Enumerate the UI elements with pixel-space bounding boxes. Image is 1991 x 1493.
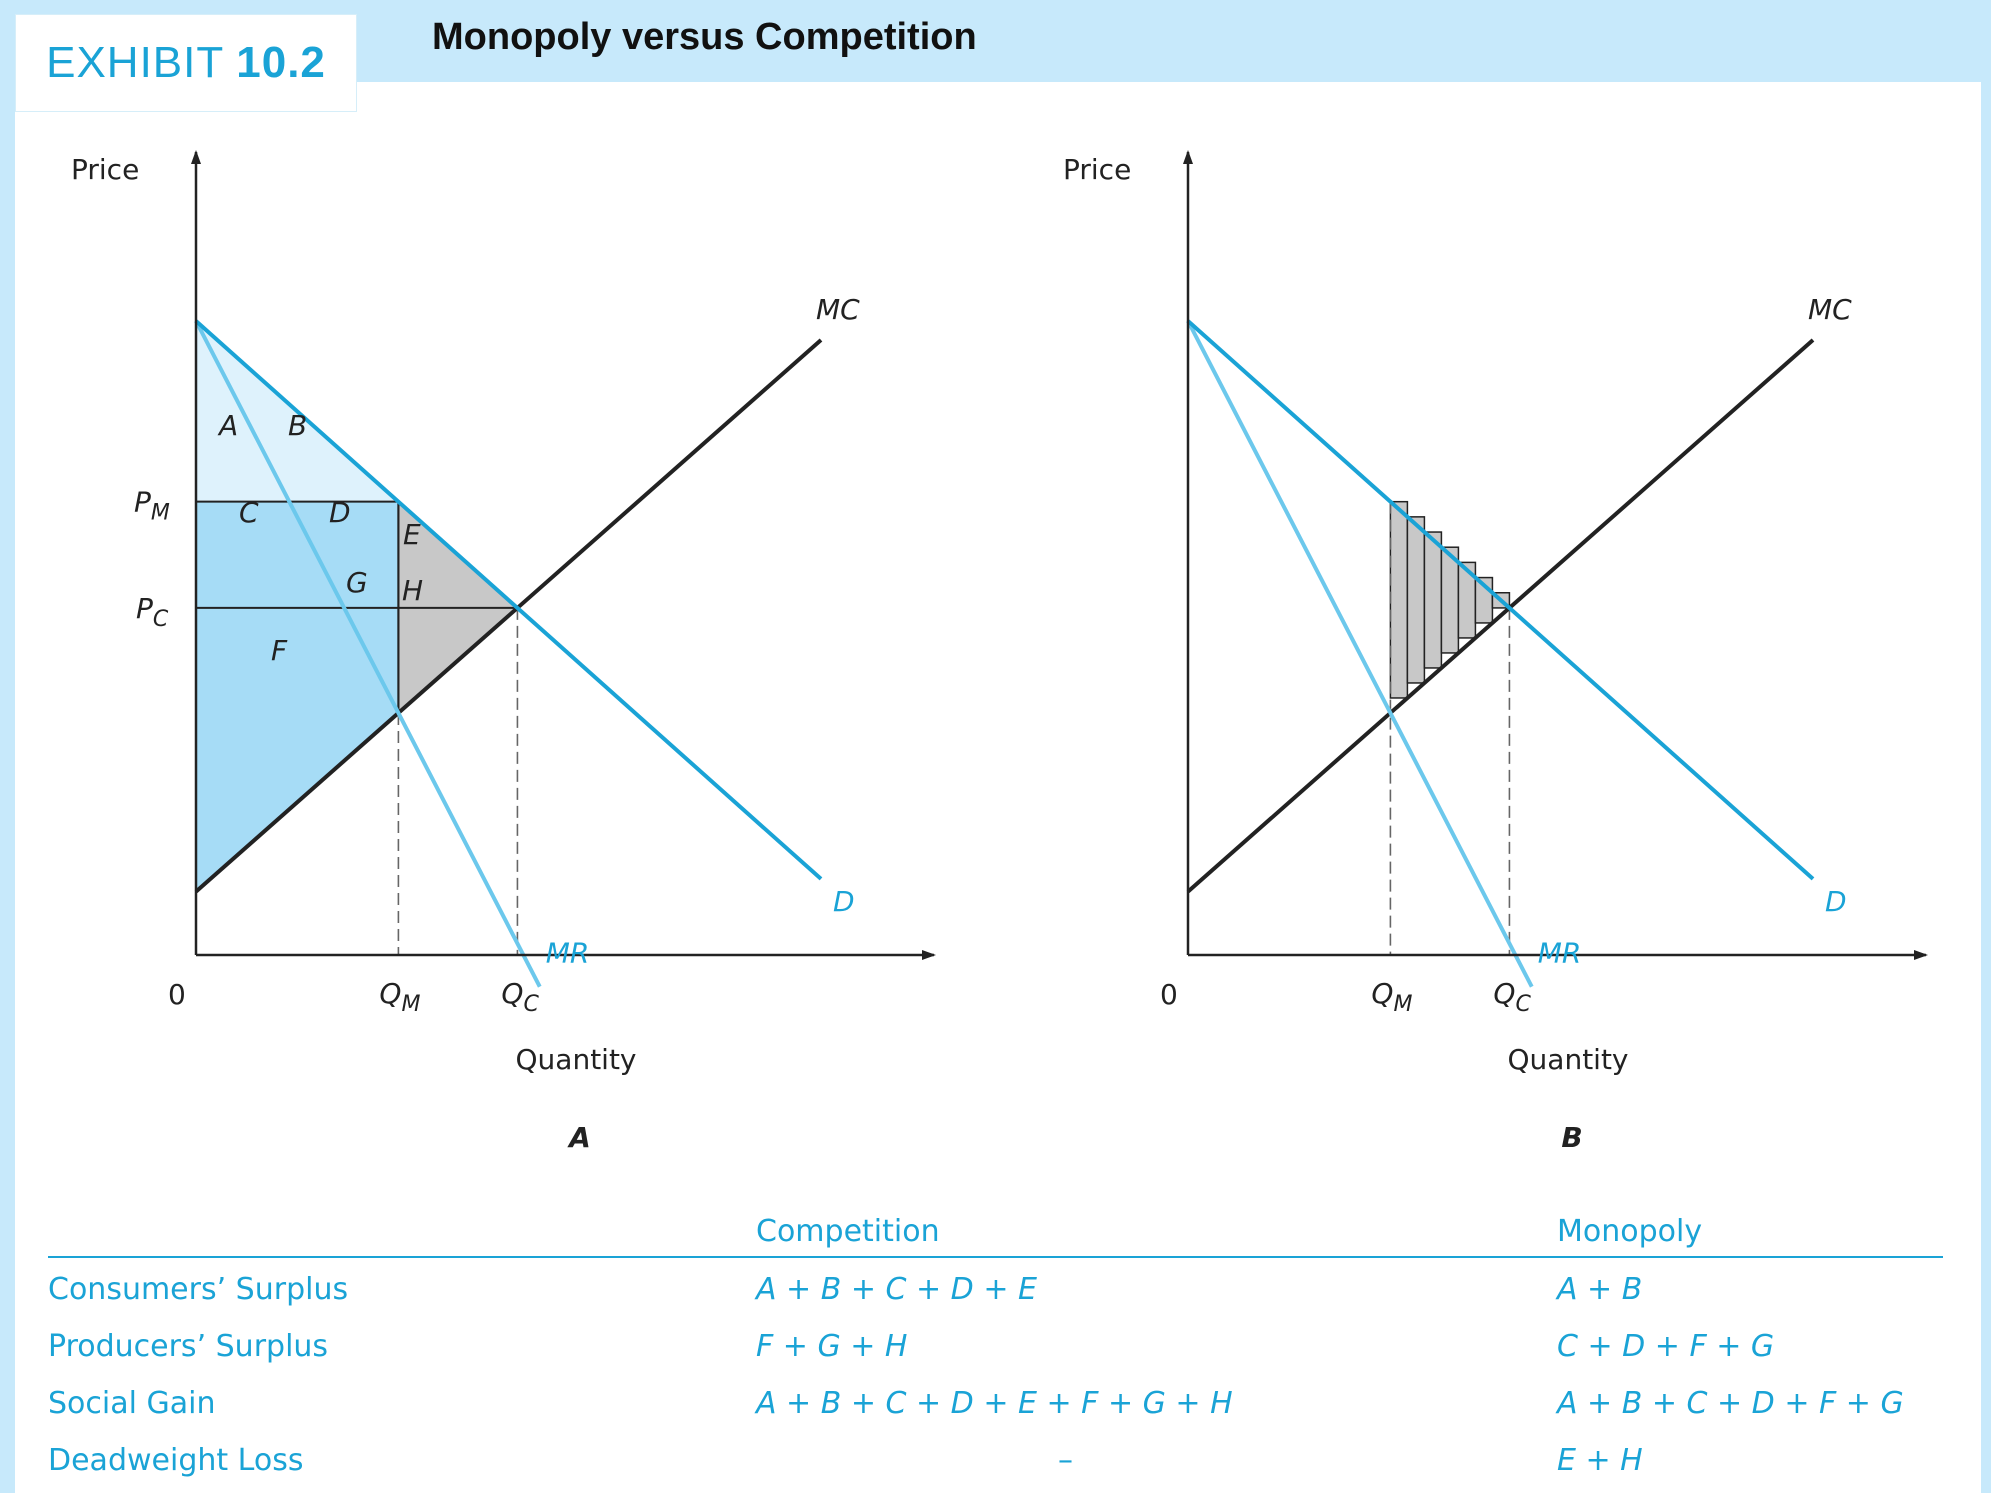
mc-label: MC xyxy=(1808,293,1852,326)
table-row: Consumers’ Surplus A + B + C + D + E A +… xyxy=(48,1258,1943,1315)
exhibit-label: EXHIBIT 10.2 xyxy=(15,14,357,112)
panel-label: B xyxy=(1561,1121,1582,1154)
monopoly-cell: C + D + F + G xyxy=(1557,1329,1775,1364)
region-producer-monopoly xyxy=(196,501,399,892)
competition-cell: F + G + H xyxy=(756,1329,908,1364)
y-tick-pm: PM xyxy=(134,486,170,526)
panel-label: A xyxy=(567,1121,591,1154)
table-row: Social Gain A + B + C + D + E + F + G + … xyxy=(48,1372,1943,1429)
exhibit-word: EXHIBIT xyxy=(46,38,225,87)
y-axis-label: Price xyxy=(1063,153,1131,186)
region-label-c: C xyxy=(239,496,259,529)
demand-label: D xyxy=(833,885,855,918)
competition-cell: – xyxy=(1058,1443,1073,1478)
deadweight-bar xyxy=(1389,500,1409,699)
mr-line xyxy=(1186,320,1534,988)
region-label-f: F xyxy=(271,634,288,667)
x-tick-qm: QM xyxy=(1371,977,1412,1017)
row-label: Consumers’ Surplus xyxy=(48,1272,349,1307)
x-tick-qm: QM xyxy=(379,977,420,1017)
mc-line xyxy=(194,338,823,894)
monopoly-cell: E + H xyxy=(1557,1443,1643,1478)
demand-line xyxy=(1186,319,1815,881)
x-tick-qc: QC xyxy=(501,977,539,1017)
origin-label: 0 xyxy=(168,978,186,1011)
competition-cell: A + B + C + D + E + F + G + H xyxy=(756,1386,1233,1421)
monopoly-cell: A + B xyxy=(1557,1272,1643,1307)
deadweight-bar xyxy=(1406,516,1426,684)
page-title: Monopoly versus Competition xyxy=(432,16,977,58)
x-tick-qc: QC xyxy=(1493,977,1531,1017)
header-monopoly: Monopoly xyxy=(1557,1214,1703,1249)
row-label: Deadweight Loss xyxy=(48,1443,304,1478)
x-axis-label: Quantity xyxy=(1508,1043,1629,1076)
mr-label: MR xyxy=(1538,937,1582,970)
monopoly-cell: A + B + C + D + F + G xyxy=(1557,1386,1904,1421)
table-row: Deadweight Loss – E + H xyxy=(48,1429,1943,1486)
deadweight-bar xyxy=(1440,546,1460,654)
region-label-g: G xyxy=(346,566,368,599)
y-axis-label: Price xyxy=(71,153,139,186)
region-label-h: H xyxy=(402,574,423,607)
header-competition: Competition xyxy=(756,1214,940,1249)
demand-line xyxy=(194,319,823,881)
region-label-a: A xyxy=(217,409,238,442)
table-row: Producers’ Surplus F + G + H C + D + F +… xyxy=(48,1315,1943,1372)
exhibit-number: 10.2 xyxy=(236,38,326,87)
row-label: Producers’ Surplus xyxy=(48,1329,329,1364)
demand-label: D xyxy=(1825,885,1847,918)
deadweight-bar xyxy=(1423,531,1443,669)
region-label-e: E xyxy=(403,518,421,551)
mc-line xyxy=(1186,338,1815,894)
table-header: Competition Monopoly xyxy=(48,1210,1943,1258)
x-axis-label: Quantity xyxy=(516,1043,637,1076)
origin-label: 0 xyxy=(1160,978,1178,1011)
region-label-b: B xyxy=(288,409,307,442)
region-label-d: D xyxy=(329,496,351,529)
row-label: Social Gain xyxy=(48,1386,216,1421)
y-tick-pc: PC xyxy=(136,592,169,632)
surplus-table: Competition Monopoly Consumers’ Surplus … xyxy=(48,1210,1943,1486)
mr-line xyxy=(194,320,542,988)
competition-cell: A + B + C + D + E xyxy=(756,1272,1037,1307)
mc-label: MC xyxy=(816,293,860,326)
mr-label: MR xyxy=(546,937,590,970)
